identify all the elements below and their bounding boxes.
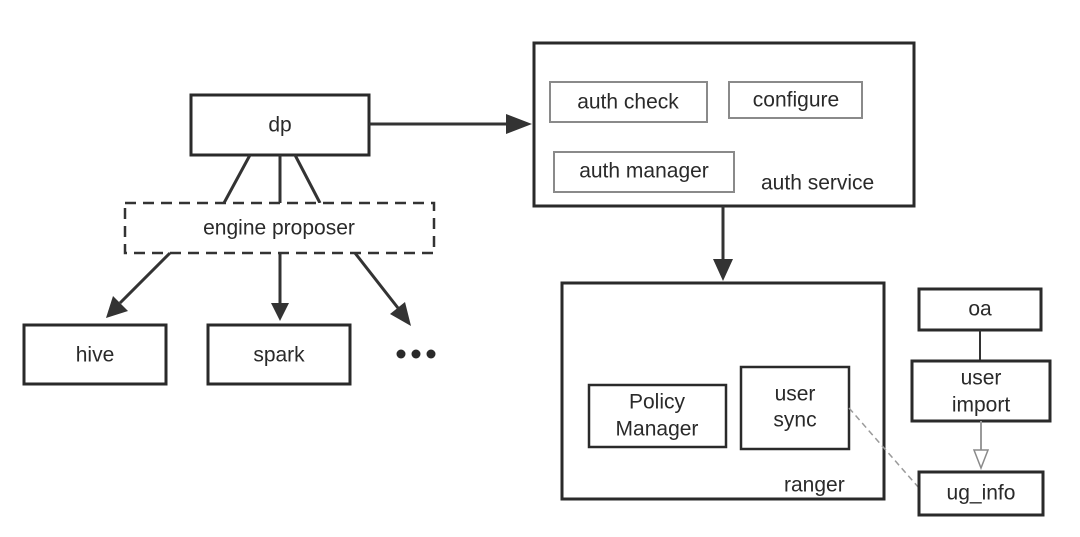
more-engines-ellipsis bbox=[396, 349, 436, 359]
node-auth-service: auth service auth check configure auth m… bbox=[532, 41, 916, 208]
node-policy-manager-label-line2: Manager bbox=[616, 418, 699, 441]
node-policy-manager-label-line1: Policy bbox=[629, 391, 686, 414]
node-auth-check-label: auth check bbox=[577, 91, 679, 114]
node-user-sync-label-line1: user bbox=[775, 383, 816, 406]
node-auth-service-label: auth service bbox=[761, 172, 874, 195]
node-user-sync: user sync bbox=[739, 365, 851, 451]
node-oa: oa bbox=[917, 287, 1043, 332]
node-configure-label: configure bbox=[753, 89, 839, 112]
node-spark-label: spark bbox=[253, 344, 305, 367]
node-engine-proposer: engine proposer bbox=[123, 201, 436, 255]
node-auth-check: auth check bbox=[549, 81, 708, 123]
node-hive: hive bbox=[22, 323, 168, 386]
node-hive-label: hive bbox=[76, 344, 115, 367]
node-user-import: user import bbox=[910, 359, 1052, 423]
node-ranger-label: ranger bbox=[784, 474, 845, 497]
node-user-import-label-line1: user bbox=[961, 367, 1002, 390]
node-configure: configure bbox=[728, 81, 863, 119]
edge-auth-service-to-ranger bbox=[713, 206, 733, 281]
node-dp: dp bbox=[189, 93, 371, 157]
node-spark: spark bbox=[206, 323, 352, 386]
node-engine-proposer-label: engine proposer bbox=[203, 217, 355, 240]
edges-proposer-to-engines bbox=[106, 251, 411, 326]
node-dp-label: dp bbox=[268, 114, 291, 137]
edge-dp-to-auth-service bbox=[369, 114, 532, 134]
node-oa-label: oa bbox=[968, 298, 992, 321]
edges-dp-to-proposer bbox=[222, 154, 322, 204]
node-policy-manager: Policy Manager bbox=[587, 383, 728, 449]
node-auth-manager: auth manager bbox=[553, 151, 735, 193]
node-ug-info-label: ug_info bbox=[947, 482, 1016, 505]
edge-user-import-to-ug-info bbox=[972, 421, 990, 471]
node-auth-manager-label: auth manager bbox=[579, 160, 709, 183]
node-ranger: ranger Policy Manager user sync bbox=[560, 281, 886, 501]
node-user-sync-label-line2: sync bbox=[773, 409, 816, 432]
node-ug-info: ug_info bbox=[917, 470, 1045, 517]
edge-user-sync-to-ug-info bbox=[848, 407, 920, 489]
node-user-import-label-line2: import bbox=[952, 394, 1011, 417]
